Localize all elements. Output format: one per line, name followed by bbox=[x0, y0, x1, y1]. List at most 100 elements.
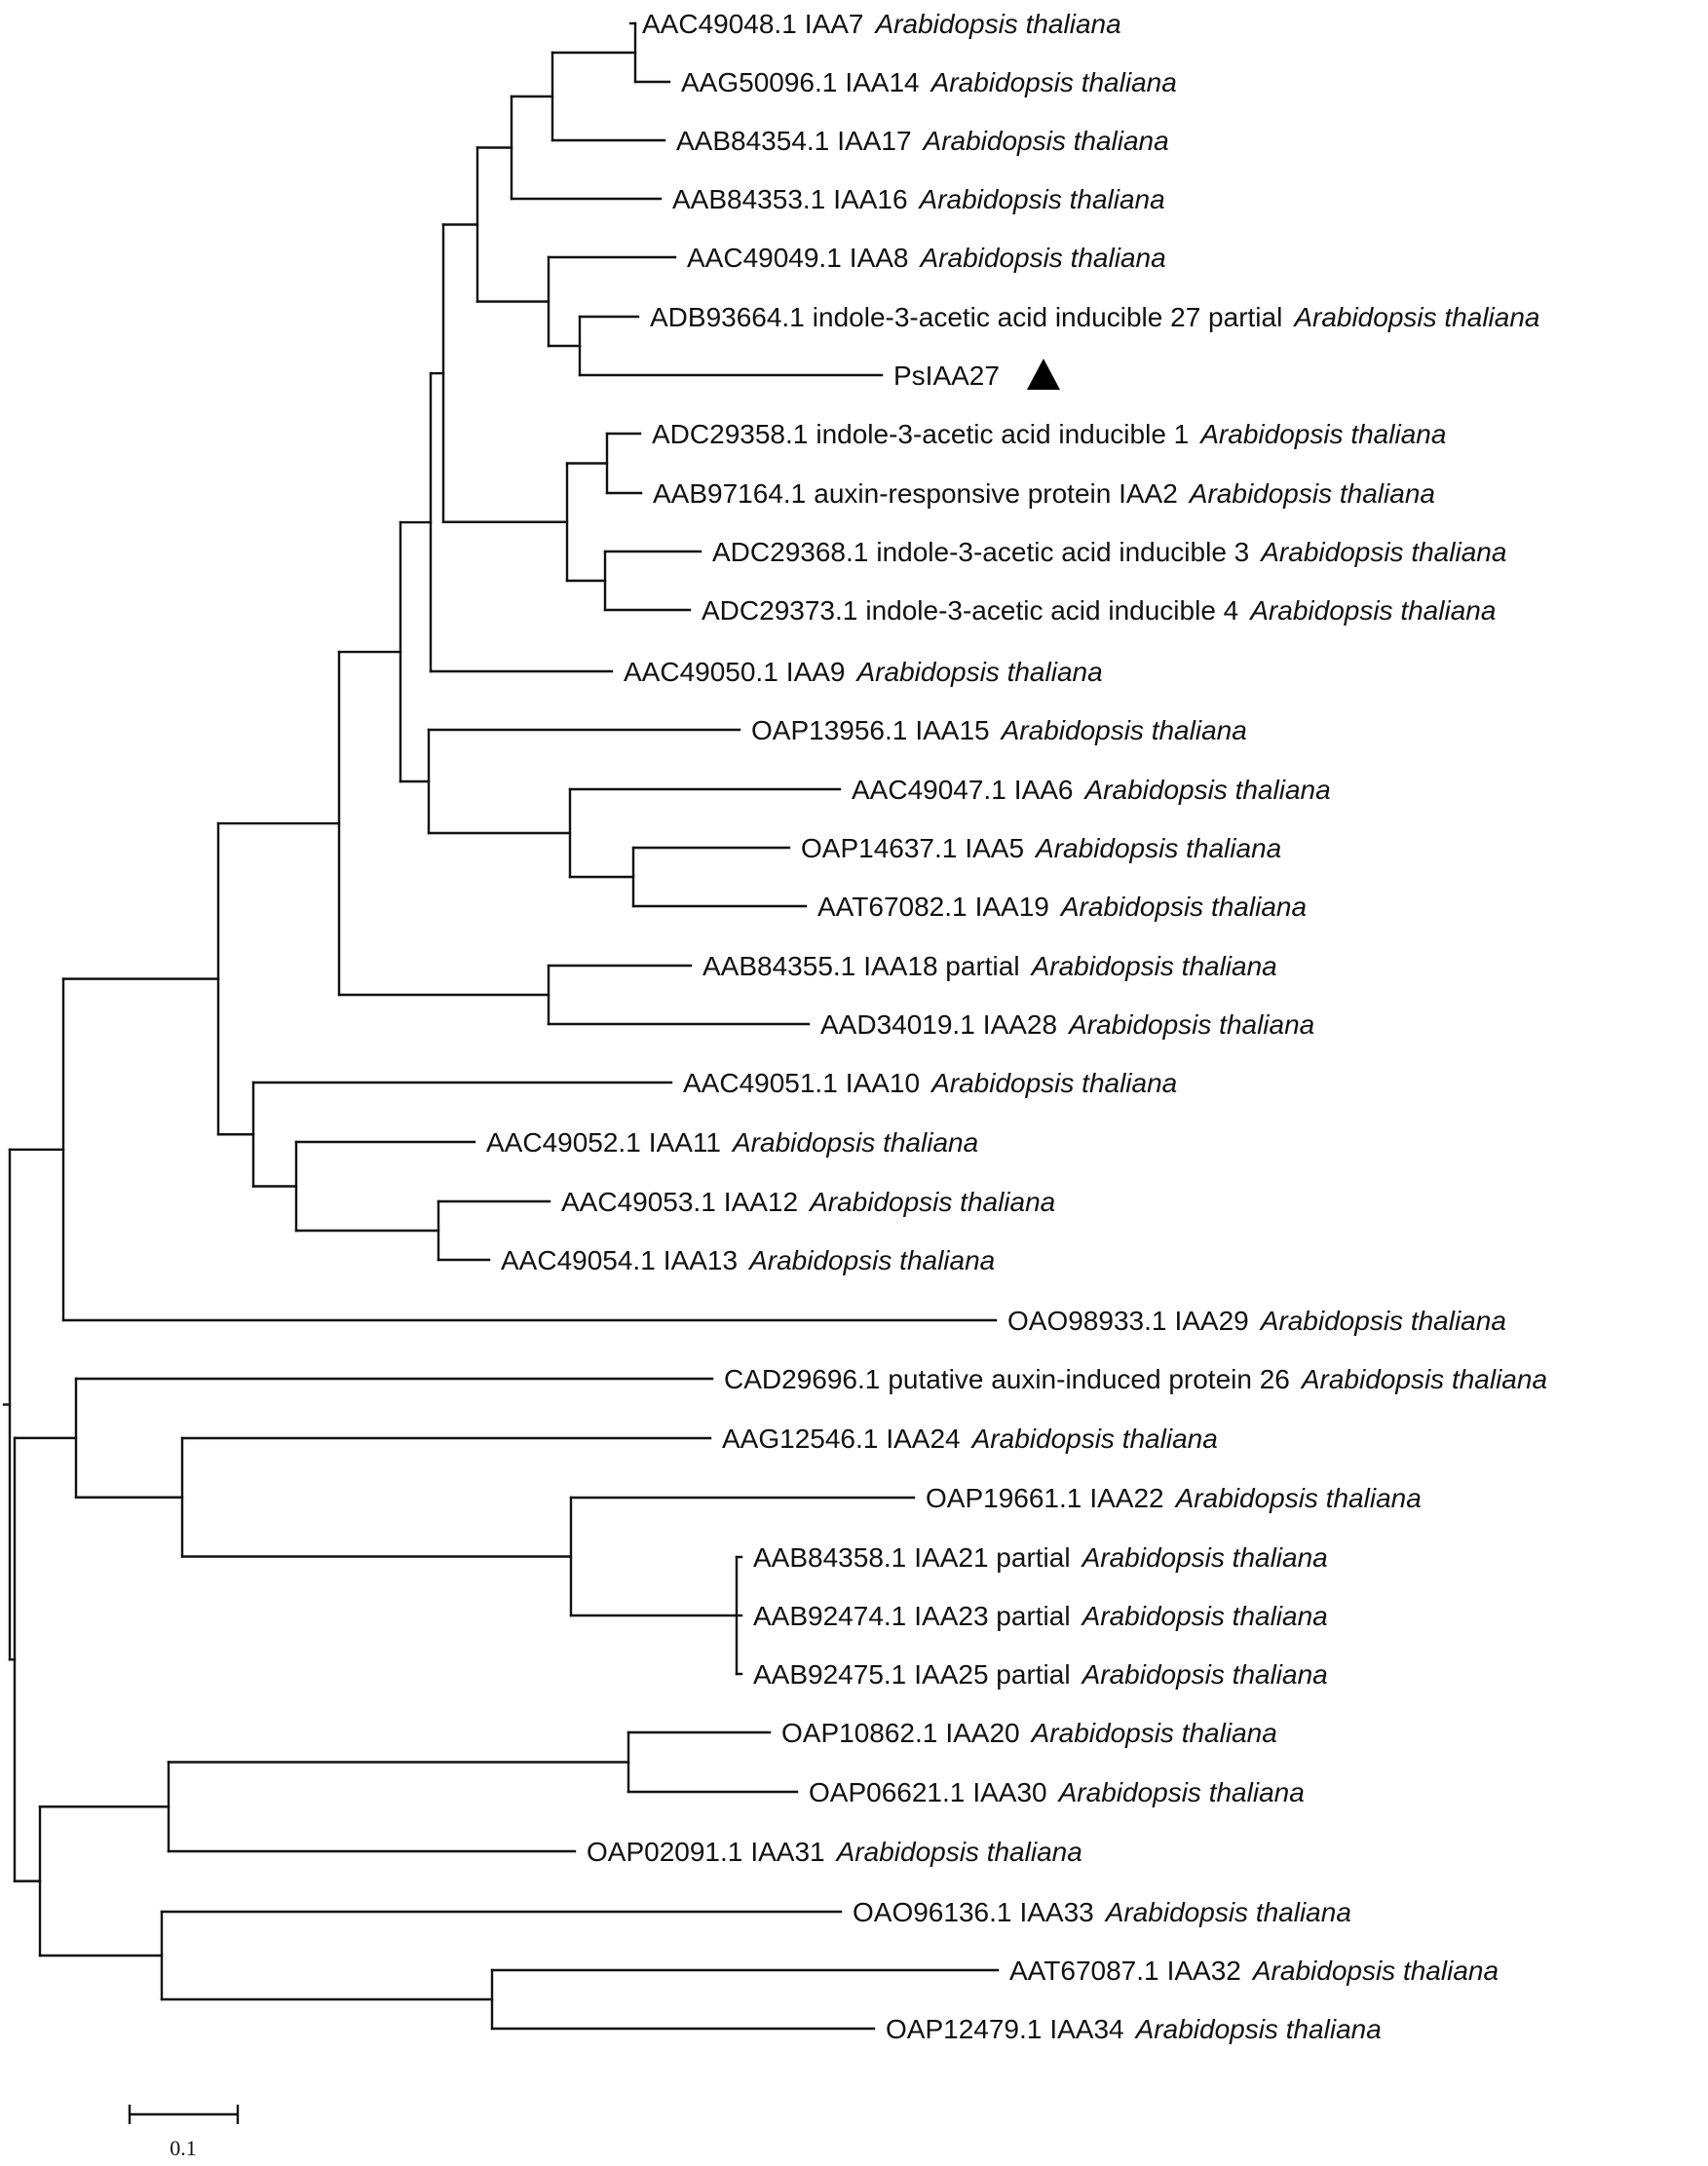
leaf-accession: AAG50096.1 bbox=[681, 67, 837, 97]
leaf-species: Arabidopsis thaliana bbox=[1059, 892, 1307, 922]
leaf-accession: CAD29696.1 bbox=[724, 1364, 880, 1394]
leaf-gene: IAA29 bbox=[1174, 1306, 1248, 1336]
leaf-gene: IAA8 bbox=[850, 243, 909, 273]
leaf-gene: IAA10 bbox=[846, 1068, 920, 1098]
leaf-label: OAO96136.1 IAA33 Arabidopsis thaliana bbox=[853, 1897, 1351, 1927]
leaf-accession: AAD34019.1 bbox=[820, 1009, 975, 1040]
leaf-gene: IAA5 bbox=[965, 833, 1024, 863]
leaf-label: AAC49048.1 IAA7 Arabidopsis thaliana bbox=[642, 9, 1121, 39]
leaf-accession: AAB92474.1 bbox=[753, 1601, 906, 1631]
leaf-species: Arabidopsis thaliana bbox=[930, 67, 1177, 97]
leaf-accession: OAP13956.1 bbox=[751, 715, 907, 745]
leaf-label: AAB92475.1 IAA25 partial Arabidopsis thali… bbox=[753, 1659, 1328, 1690]
leaf-accession: AAC49050.1 bbox=[624, 657, 778, 687]
leaf-accession: ADC29368.1 bbox=[712, 537, 868, 567]
leaf-gene: indole-3-acetic acid inducible 27 partia… bbox=[813, 302, 1283, 332]
leaf-species: Arabidopsis thaliana bbox=[1030, 1718, 1277, 1748]
leaf-species: Arabidopsis thaliana bbox=[747, 1245, 995, 1275]
leaf-gene: IAA13 bbox=[664, 1245, 738, 1275]
leaf-accession: OAO98933.1 bbox=[1007, 1306, 1166, 1336]
leaf-gene: IAA28 bbox=[983, 1009, 1057, 1040]
leaf-gene: IAA6 bbox=[1014, 775, 1074, 805]
leaf-gene: IAA24 bbox=[886, 1424, 960, 1454]
leaf-accession: AAG12546.1 bbox=[722, 1424, 878, 1454]
leaf-gene: IAA14 bbox=[845, 67, 919, 97]
leaf-accession: AAC49052.1 bbox=[486, 1127, 641, 1158]
leaf-species: Arabidopsis thaliana bbox=[1251, 1956, 1499, 1986]
leaf-gene: IAA25 partial bbox=[914, 1659, 1070, 1690]
leaf-accession: AAB84353.1 bbox=[672, 184, 825, 214]
leaf-gene: putative auxin-induced protein 26 bbox=[888, 1364, 1290, 1394]
leaf-gene: IAA33 bbox=[1019, 1897, 1093, 1927]
leaf-accession: OAO96136.1 bbox=[853, 1897, 1011, 1927]
leaf-gene: auxin-responsive protein IAA2 bbox=[814, 478, 1178, 509]
leaf-accession: AAB92475.1 bbox=[753, 1659, 906, 1690]
leaf-species: Arabidopsis thaliana bbox=[922, 126, 1169, 156]
leaf-accession: AAC49049.1 bbox=[687, 243, 842, 273]
leaf-accession: AAT67087.1 bbox=[1009, 1956, 1159, 1986]
leaf-species: Arabidopsis thaliana bbox=[930, 1068, 1177, 1098]
leaf-label: ADB93664.1 indole-3-acetic acid inducible… bbox=[650, 302, 1539, 332]
leaf-accession: AAT67082.1 bbox=[817, 892, 968, 922]
leaf-species: Arabidopsis thaliana bbox=[1259, 1306, 1506, 1336]
leaf-species: Arabidopsis thaliana bbox=[1081, 1659, 1328, 1690]
leaf-accession: OAP06621.1 bbox=[809, 1777, 965, 1807]
leaf-accession: ADB93664.1 bbox=[650, 302, 805, 332]
leaf-species: Arabidopsis thaliana bbox=[874, 9, 1121, 39]
leaf-gene: IAA15 bbox=[915, 715, 989, 745]
leaf-species: Arabidopsis thaliana bbox=[1034, 833, 1281, 863]
leaf-species: Arabidopsis thaliana bbox=[1248, 595, 1496, 626]
leaf-label: AAC49053.1 IAA12 Arabidopsis thaliana bbox=[561, 1187, 1055, 1217]
leaf-accession: OAP12479.1 bbox=[886, 2014, 1042, 2044]
leaf-accession: AAB84358.1 bbox=[753, 1542, 906, 1573]
leaf-label: PsIAA27 bbox=[893, 361, 1000, 391]
leaf-species: Arabidopsis thaliana bbox=[808, 1187, 1055, 1217]
leaf-species: Arabidopsis thaliana bbox=[970, 1424, 1218, 1454]
leaf-accession: AAC49047.1 bbox=[852, 775, 1006, 805]
leaf-accession: AAB84355.1 bbox=[702, 951, 855, 981]
leaf-species: Arabidopsis thaliana bbox=[731, 1127, 978, 1158]
leaf-gene: IAA9 bbox=[786, 657, 846, 687]
leaf-species: Arabidopsis thaliana bbox=[1188, 478, 1435, 509]
leaf-accession: AAB84354.1 bbox=[676, 126, 829, 156]
leaf-species: Arabidopsis thaliana bbox=[1104, 1897, 1351, 1927]
leaf-gene: IAA11 bbox=[649, 1127, 721, 1158]
leaf-gene: IAA12 bbox=[724, 1187, 798, 1217]
leaf-species: Arabidopsis thaliana bbox=[1292, 302, 1539, 332]
leaf-gene: IAA7 bbox=[805, 9, 864, 39]
leaf-accession: AAC49048.1 bbox=[642, 9, 797, 39]
leaf-species: Arabidopsis thaliana bbox=[1259, 537, 1506, 567]
leaf-accession: OAP19661.1 bbox=[926, 1483, 1082, 1513]
leaf-gene: indole-3-acetic acid inducible 1 bbox=[816, 419, 1189, 449]
leaf-gene: IAA23 partial bbox=[914, 1601, 1070, 1631]
leaf-accession: AAC49053.1 bbox=[561, 1187, 716, 1217]
leaf-species: Arabidopsis thaliana bbox=[1174, 1483, 1422, 1513]
leaf-species: Arabidopsis thaliana bbox=[1030, 951, 1277, 981]
highlight-triangle-icon bbox=[1026, 359, 1060, 390]
leaf-gene: IAA30 bbox=[972, 1777, 1046, 1807]
tree-branches bbox=[2, 21, 1000, 2031]
leaf-label: AAG12546.1 IAA24 Arabidopsis thaliana bbox=[722, 1424, 1218, 1454]
leaf-gene: indole-3-acetic acid inducible 3 bbox=[876, 537, 1249, 567]
leaf-label: OAO98933.1 IAA29 Arabidopsis thaliana bbox=[1007, 1306, 1506, 1336]
leaf-gene: IAA31 bbox=[750, 1837, 824, 1867]
